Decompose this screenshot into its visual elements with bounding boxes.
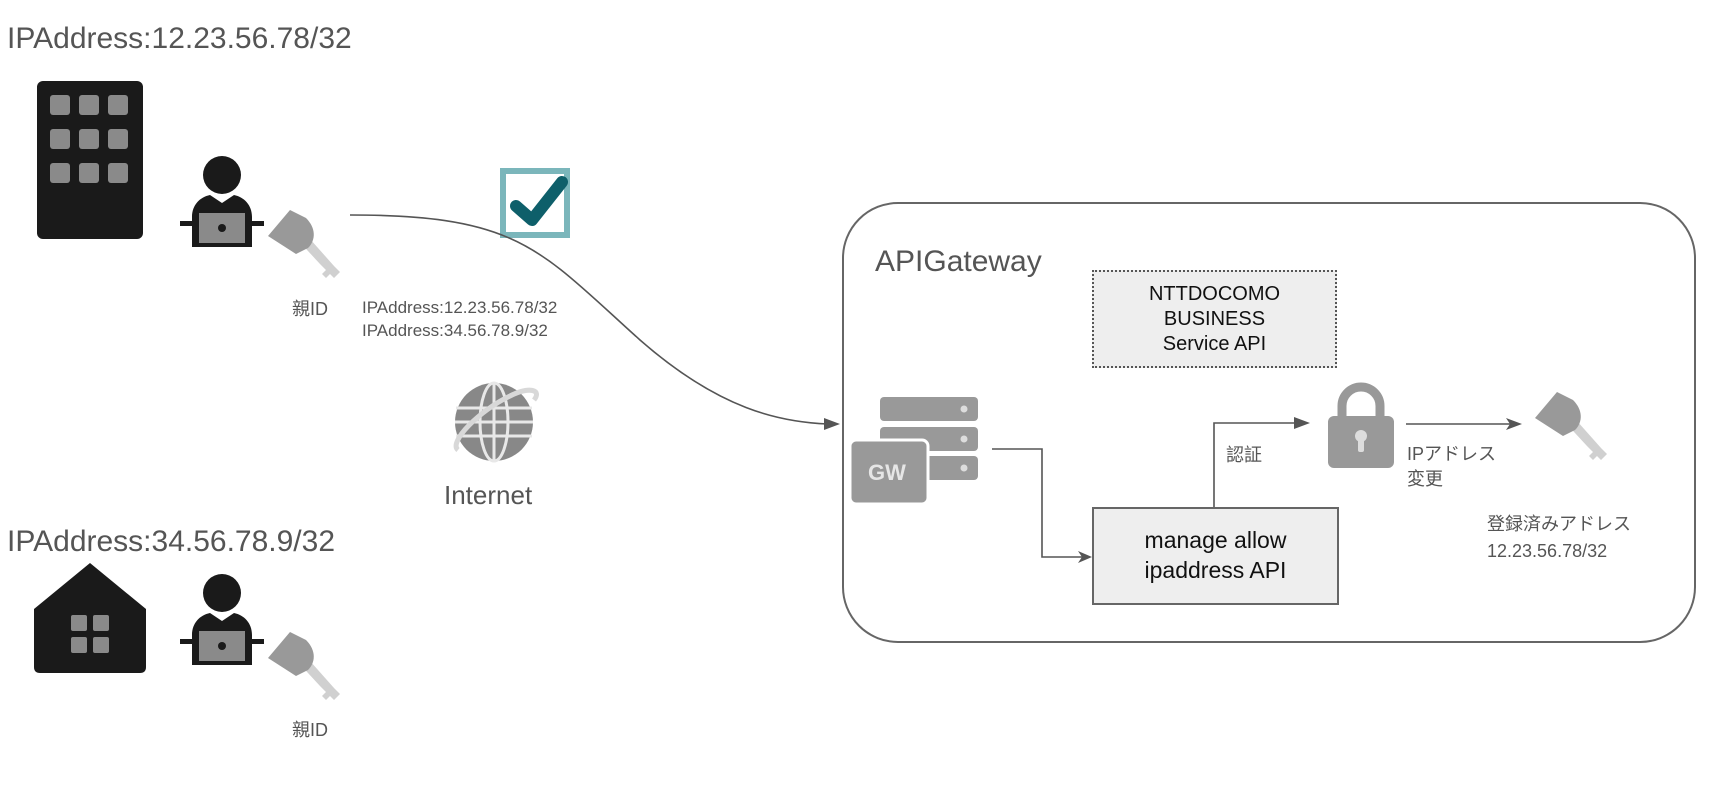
ip-change-label-line1: IPアドレス: [1407, 444, 1497, 464]
home-ip-label: IPAddress:34.56.78.9/32: [7, 525, 336, 558]
globe-icon: [453, 381, 539, 463]
home-key-label: 親ID: [292, 720, 328, 740]
manage-allow-ipaddress-api-box: manage allow ipaddress API: [1092, 507, 1339, 605]
registered-address-label: 登録済みアドレス: [1487, 514, 1631, 534]
verified-checkbox-icon: [500, 168, 570, 238]
key-icon: [268, 632, 340, 700]
connection-ip-line-2: IPAddress:34.56.78.9/32: [362, 321, 548, 340]
registered-key-icon: [1535, 392, 1607, 460]
office-key-label: 親ID: [292, 299, 328, 319]
internet-label: Internet: [444, 480, 533, 510]
api-gateway-container: [842, 202, 1696, 643]
gw-badge-label: GW: [868, 460, 906, 485]
office-ip-label: IPAddress:12.23.56.78/32: [7, 22, 352, 55]
registered-address-ip: 12.23.56.78/32: [1487, 541, 1608, 561]
auth-label: 認証: [1226, 445, 1262, 465]
home-house-icon: [34, 563, 146, 673]
key-icon: [268, 210, 340, 278]
office-building-icon: [37, 81, 143, 239]
lock-icon: [1328, 382, 1394, 468]
ip-change-label-line2: 変更: [1407, 469, 1443, 489]
connection-ip-line-1: IPAddress:12.23.56.78/32: [362, 298, 558, 317]
service-api-box: NTTDOCOMO BUSINESS Service API: [1092, 270, 1337, 368]
user-laptop-icon: [180, 156, 264, 247]
api-gateway-title: APIGateway: [875, 245, 1042, 278]
gateway-server-icon: [848, 397, 978, 506]
user-laptop-icon: [180, 574, 264, 665]
